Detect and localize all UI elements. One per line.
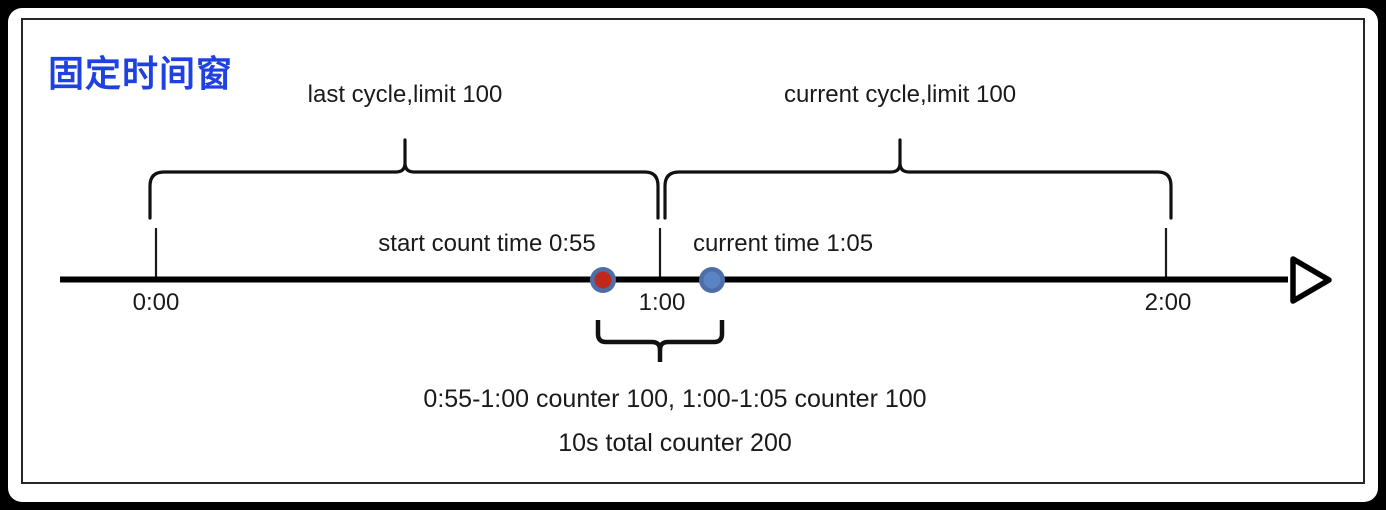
- current-cycle-brace: [663, 138, 1173, 220]
- counted-window-brace: [595, 320, 725, 362]
- footer-counter-line-2: 10s total counter 200: [558, 429, 792, 457]
- last-cycle-label: last cycle,limit 100: [307, 81, 503, 108]
- start-count-time-label: start count time 0:55: [378, 230, 596, 257]
- footer-counter-line-1: 0:55-1:00 counter 100, 1:00-1:05 counter…: [423, 385, 927, 413]
- tick-label-1-00: 1:00: [638, 289, 686, 316]
- axis-arrow-icon: [1290, 256, 1332, 304]
- last-cycle-brace: [148, 138, 660, 220]
- page-title: 固定时间窗: [48, 53, 234, 94]
- current-cycle-label: current cycle,limit 100: [783, 81, 1017, 108]
- tick-label-2-00: 2:00: [1144, 289, 1192, 316]
- inner-frame-border: [21, 18, 1365, 484]
- tick-label-0-00: 0:00: [132, 289, 180, 316]
- current-time-label: current time 1:05: [692, 230, 874, 257]
- start-count-marker[interactable]: [590, 267, 616, 293]
- current-time-marker[interactable]: [699, 267, 725, 293]
